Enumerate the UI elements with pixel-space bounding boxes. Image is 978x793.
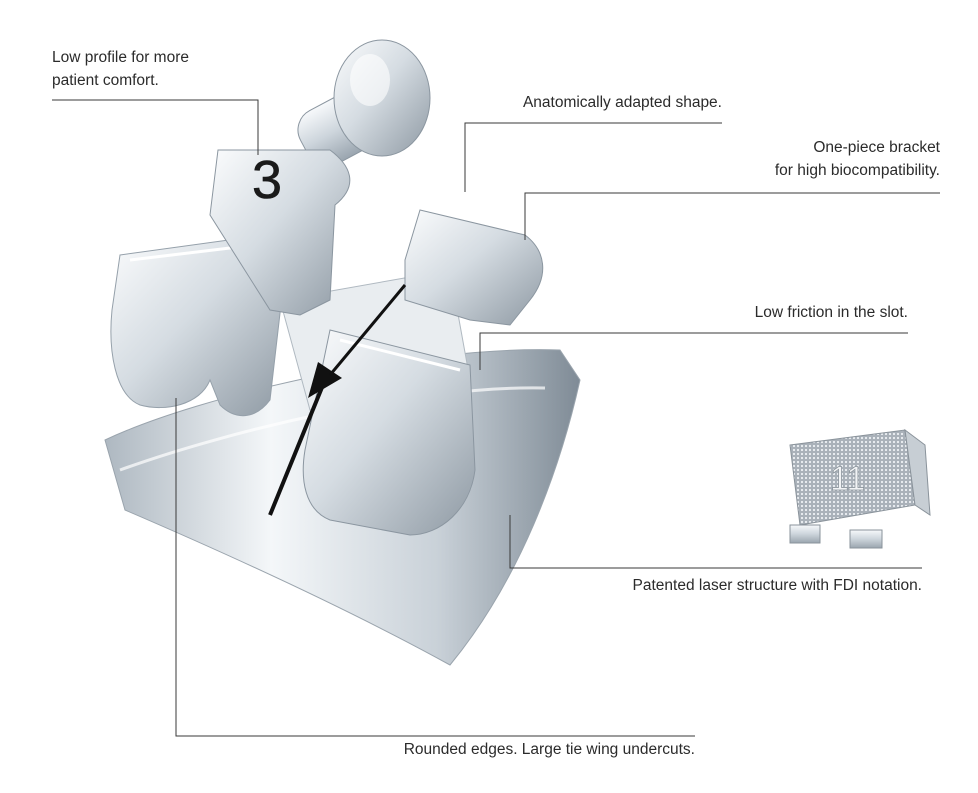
callout-low-profile-line1: Low profile for more xyxy=(52,49,189,66)
pad-number: 11 xyxy=(830,460,865,498)
callout-rounded: Rounded edges. Large tie wing undercuts. xyxy=(403,741,695,758)
callout-one-piece-line1: One-piece bracket xyxy=(813,139,940,156)
left-tie-wing xyxy=(110,234,286,417)
callout-low-profile: Low profile for more patient comfort. xyxy=(52,46,189,92)
leader-low-friction xyxy=(479,332,908,370)
slot-arrow-head xyxy=(308,362,342,398)
callout-low-friction: Low friction in the slot. xyxy=(754,304,908,321)
leader-laser xyxy=(509,515,922,569)
callout-laser: Patented laser structure with FDI notati… xyxy=(632,577,922,594)
leader-one-piece xyxy=(524,192,940,240)
callout-low-profile-line2: patient comfort. xyxy=(52,72,159,89)
hook-number: 3 xyxy=(252,150,282,210)
callout-one-piece-line2: for high biocompatibility. xyxy=(774,162,940,179)
right-tie-wing-lower xyxy=(302,329,476,536)
callout-one-piece: One-piece bracket for high biocompatibil… xyxy=(700,136,940,182)
leader-anatomic xyxy=(464,122,722,192)
hook-wing xyxy=(209,149,351,316)
slot-arrow xyxy=(268,379,327,516)
leader-rounded xyxy=(175,398,695,737)
callout-anatomic: Anatomically adapted shape. xyxy=(522,94,722,111)
right-tie-wing-upper xyxy=(404,209,544,326)
leader-lines xyxy=(52,99,940,737)
leader-low-profile xyxy=(52,99,259,155)
laser-pad: 11 xyxy=(789,428,931,549)
